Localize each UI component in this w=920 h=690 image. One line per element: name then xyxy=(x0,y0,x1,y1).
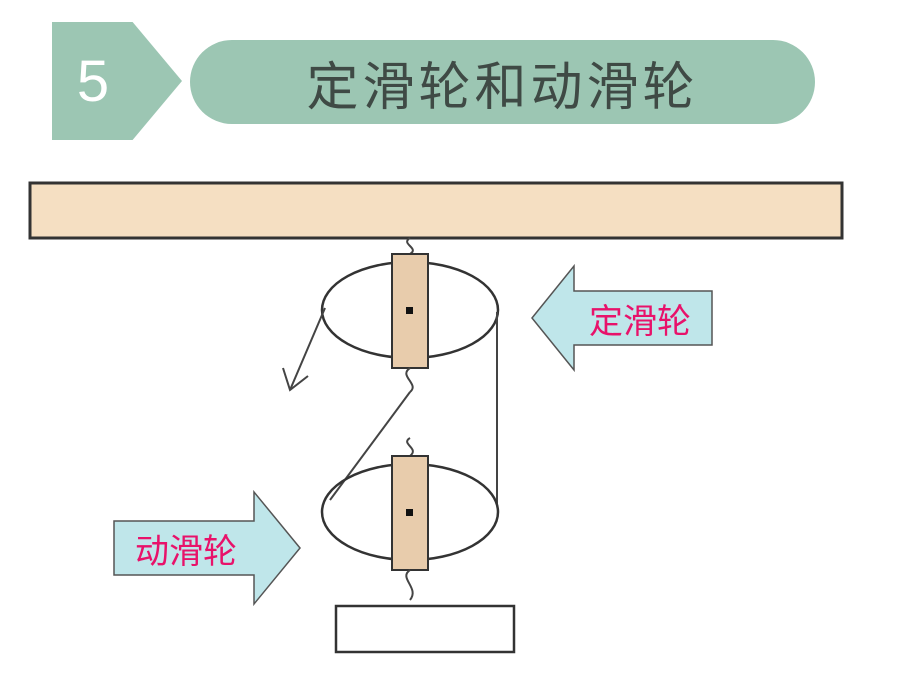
pull-rope xyxy=(289,307,326,391)
header: 5 定滑轮和动滑轮 xyxy=(0,0,920,160)
fixed-pulley-hook xyxy=(405,367,414,393)
movable-pulley-arrow xyxy=(113,489,301,607)
section-number: 5 xyxy=(76,48,110,114)
load-hook xyxy=(405,569,414,601)
beam-hook xyxy=(406,237,414,255)
load-block xyxy=(334,604,516,654)
fixed-pulley-label: 定滑轮 xyxy=(589,301,691,342)
movable-pulley-label: 动滑轮 xyxy=(135,531,237,572)
page-title: 定滑轮和动滑轮 xyxy=(306,57,699,118)
movable-pulley-axle xyxy=(406,509,413,516)
fixed-pulley-arrow xyxy=(531,263,713,373)
title-banner xyxy=(190,40,815,124)
fixed-pulley-axle xyxy=(406,307,413,314)
movable-pulley-top-hook xyxy=(406,437,414,457)
ceiling-beam xyxy=(28,181,844,240)
pull-arrow-head xyxy=(282,367,309,392)
